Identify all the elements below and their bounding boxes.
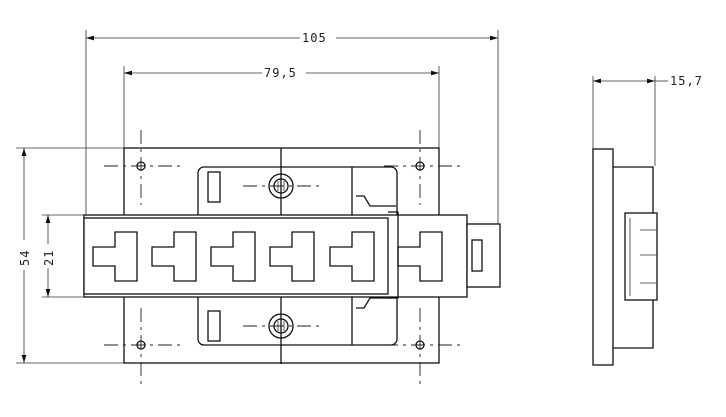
dimension-label-height: 54 xyxy=(18,250,32,266)
rail-slot xyxy=(210,231,256,282)
mounting-holes xyxy=(104,130,460,385)
side-plate xyxy=(592,148,614,366)
dimension-54: 54 xyxy=(16,147,124,364)
rail-slot xyxy=(92,231,138,282)
dimension-label-depth: 15,7 xyxy=(670,74,703,88)
rail-slot xyxy=(151,231,197,282)
front-view xyxy=(83,130,501,385)
latch-top xyxy=(207,171,221,203)
dimension-105: 105 xyxy=(85,30,499,224)
dimension-79-5: 79,5 xyxy=(123,66,440,148)
rail-slot xyxy=(329,231,375,282)
dimension-label-width: 105 xyxy=(302,31,327,45)
rail-slot xyxy=(269,231,315,282)
dimension-21: 21 xyxy=(42,214,84,298)
side-view: 15,7 xyxy=(592,74,703,366)
din-rail xyxy=(83,211,501,299)
rail-slot xyxy=(397,231,443,282)
dimension-label-rail-height: 21 xyxy=(42,250,56,266)
dimension-label-hole-spacing: 79,5 xyxy=(264,66,297,80)
latch-bottom xyxy=(207,310,221,342)
